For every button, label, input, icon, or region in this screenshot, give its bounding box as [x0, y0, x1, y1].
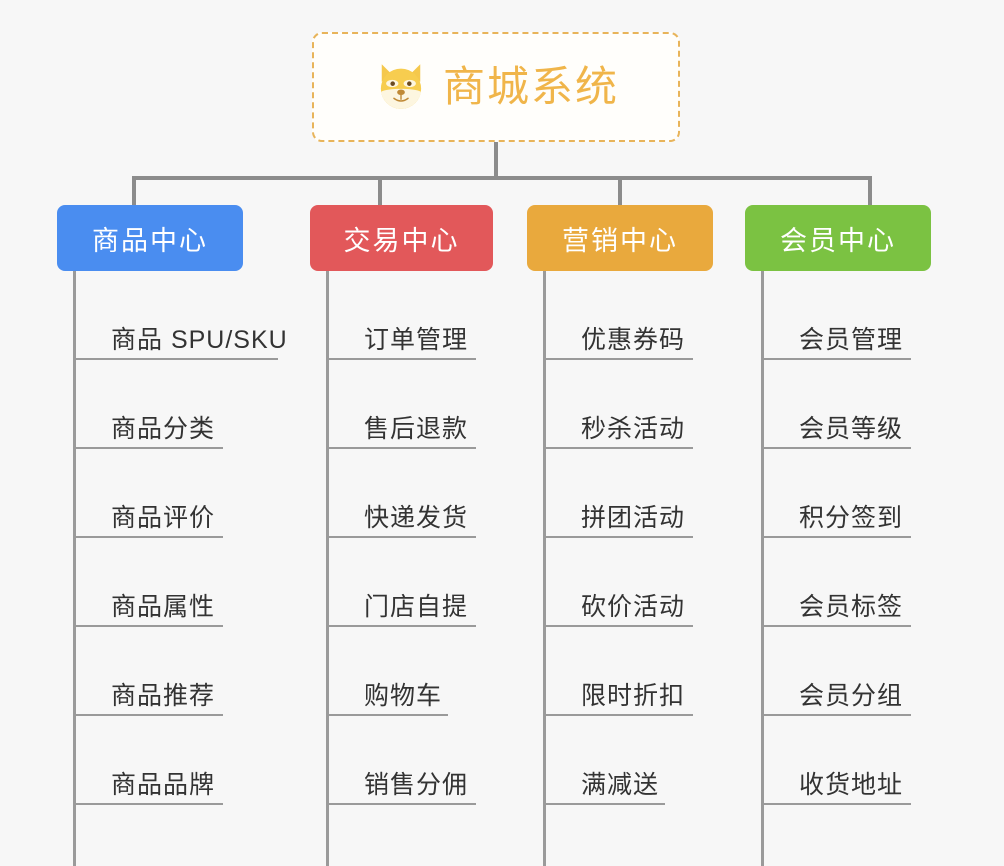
branch-trunk [761, 271, 764, 866]
branch-product-center: 商品中心 商品 SPU/SKU 商品分类 商品评价 商品属性 商品推荐 商品品牌 [57, 205, 287, 866]
leaf-label: 商品分类 [111, 414, 216, 443]
leaf-label: 会员等级 [799, 414, 904, 443]
connector-root-stem [494, 142, 498, 178]
branch-header-member-center[interactable]: 会员中心 [745, 205, 931, 271]
leaf-list-trade-center: 订单管理 售后退款 快递发货 门店自提 购物车 销售分佣 [326, 271, 476, 805]
leaf-item[interactable]: 限时折扣 [543, 627, 693, 716]
branch-header-trade-center[interactable]: 交易中心 [310, 205, 493, 271]
leaf-label: 积分签到 [799, 503, 904, 532]
leaf-label: 秒杀活动 [581, 414, 686, 443]
leaf-item[interactable]: 优惠券码 [543, 271, 693, 360]
leaf-item[interactable]: 拼团活动 [543, 449, 693, 538]
leaf-item[interactable]: 积分签到 [761, 449, 911, 538]
branch-header-marketing-center[interactable]: 营销中心 [527, 205, 713, 271]
branch-header-product-center[interactable]: 商品中心 [57, 205, 243, 271]
connector-bus [132, 176, 872, 180]
leaf-label: 优惠券码 [581, 325, 686, 354]
leaf-item[interactable]: 秒杀活动 [543, 360, 693, 449]
shiba-dog-face-icon [373, 59, 429, 115]
leaf-item[interactable]: 售后退款 [326, 360, 476, 449]
leaf-item[interactable]: 会员管理 [761, 271, 911, 360]
leaf-label: 收货地址 [799, 770, 904, 799]
leaf-item[interactable]: 商品 SPU/SKU [73, 271, 287, 360]
branch-header-label: 会员中心 [780, 225, 896, 256]
root-node[interactable]: 商城系统 [312, 32, 680, 142]
leaf-item[interactable]: 会员分组 [761, 627, 911, 716]
leaf-label: 销售分佣 [364, 770, 469, 799]
leaf-item[interactable]: 门店自提 [326, 538, 476, 627]
leaf-label: 砍价活动 [581, 592, 686, 621]
branch-trunk [543, 271, 546, 866]
leaf-label: 售后退款 [364, 414, 469, 443]
branch-member-center: 会员中心 会员管理 会员等级 积分签到 会员标签 会员分组 收货地址 [745, 205, 931, 866]
leaf-label: 购物车 [364, 681, 443, 710]
leaf-list-member-center: 会员管理 会员等级 积分签到 会员标签 会员分组 收货地址 [761, 271, 911, 805]
branch-header-label: 交易中心 [343, 225, 460, 256]
leaf-label: 会员管理 [799, 325, 904, 354]
leaf-item[interactable]: 砍价活动 [543, 538, 693, 627]
branch-marketing-center: 营销中心 优惠券码 秒杀活动 拼团活动 砍价活动 限时折扣 满减送 [527, 205, 713, 866]
leaf-label: 商品推荐 [111, 681, 216, 710]
leaf-list-marketing-center: 优惠券码 秒杀活动 拼团活动 砍价活动 限时折扣 满减送 [543, 271, 693, 805]
leaf-label: 拼团活动 [581, 503, 686, 532]
mindmap-canvas: 商城系统 商品中心 商品 SPU/SKU 商品分类 商品评价 商品属性 [57, 32, 931, 866]
leaf-item[interactable]: 会员标签 [761, 538, 911, 627]
leaf-label: 商品 SPU/SKU [111, 325, 288, 354]
leaf-item[interactable]: 满减送 [543, 716, 665, 805]
connector-drop-3 [618, 176, 622, 207]
branch-header-label: 商品中心 [92, 225, 208, 256]
leaf-item[interactable]: 会员等级 [761, 360, 911, 449]
leaf-item[interactable]: 商品推荐 [73, 627, 223, 716]
leaf-label: 商品属性 [111, 592, 216, 621]
connector-drop-4 [868, 176, 872, 207]
branch-trade-center: 交易中心 订单管理 售后退款 快递发货 门店自提 购物车 销售分佣 [310, 205, 493, 866]
leaf-item[interactable]: 商品属性 [73, 538, 223, 627]
leaf-list-product-center: 商品 SPU/SKU 商品分类 商品评价 商品属性 商品推荐 商品品牌 [73, 271, 287, 805]
leaf-item[interactable]: 商品品牌 [73, 716, 223, 805]
connector-drop-1 [132, 176, 136, 207]
leaf-label: 会员分组 [799, 681, 904, 710]
leaf-item[interactable]: 商品分类 [73, 360, 223, 449]
branch-trunk [73, 271, 76, 866]
leaf-label: 商品评价 [111, 503, 216, 532]
leaf-item[interactable]: 订单管理 [326, 271, 476, 360]
leaf-label: 商品品牌 [111, 770, 216, 799]
leaf-item[interactable]: 收货地址 [761, 716, 911, 805]
leaf-item[interactable]: 商品评价 [73, 449, 223, 538]
branch-trunk [326, 271, 329, 866]
leaf-label: 快递发货 [364, 503, 469, 532]
leaf-item[interactable]: 销售分佣 [326, 716, 476, 805]
leaf-label: 门店自提 [364, 592, 469, 621]
leaf-item[interactable]: 快递发货 [326, 449, 476, 538]
leaf-label: 订单管理 [364, 325, 469, 354]
leaf-label: 会员标签 [799, 592, 904, 621]
leaf-label: 满减送 [581, 770, 660, 799]
leaf-item[interactable]: 购物车 [326, 627, 448, 716]
branch-header-label: 营销中心 [562, 225, 678, 256]
connector-drop-2 [378, 176, 382, 207]
leaf-label: 限时折扣 [581, 681, 686, 710]
root-title: 商城系统 [442, 63, 619, 110]
